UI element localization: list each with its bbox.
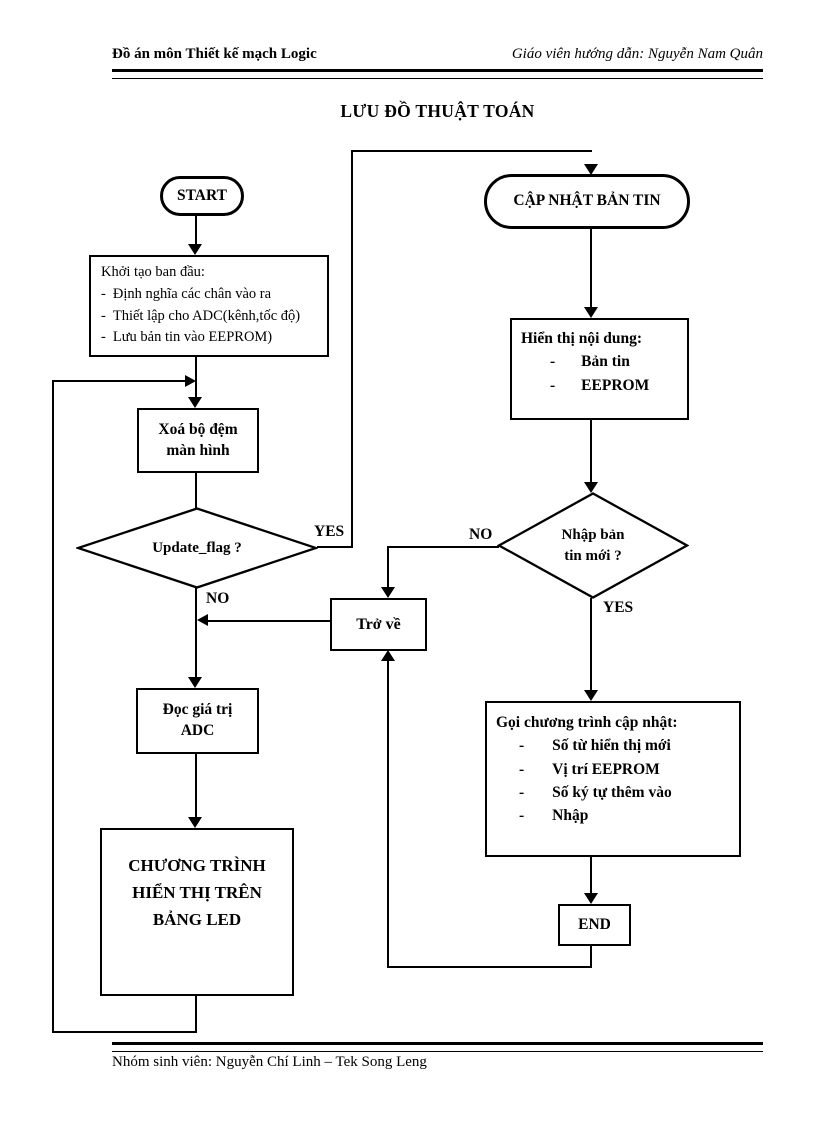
init-title: Khởi tạo ban đầu: bbox=[101, 264, 205, 280]
arrowhead-into-routine bbox=[584, 690, 598, 701]
return-box: Trở về bbox=[330, 598, 427, 651]
new-message-decision-shape bbox=[497, 492, 689, 599]
new-message-yes-label: YES bbox=[603, 599, 634, 616]
arrowhead-into-adc bbox=[188, 677, 202, 688]
connector-return-to-left-spine bbox=[208, 620, 330, 622]
arrowhead-into-ledprog bbox=[188, 817, 202, 828]
connector-decision-yes-to-routine bbox=[590, 598, 592, 693]
bullet-dash: - bbox=[519, 783, 525, 801]
connector-oval-to-display bbox=[590, 228, 592, 310]
diamond-shape bbox=[497, 492, 689, 599]
footer-rule bbox=[112, 1042, 763, 1052]
arrowhead-loop-reentry bbox=[185, 375, 196, 387]
connector-yes-branch-vertical bbox=[351, 150, 353, 548]
connector-yes-branch-horizontal bbox=[317, 546, 353, 548]
bullet-dash: - bbox=[519, 807, 525, 824]
display-content-item: - EEPROM bbox=[550, 374, 687, 397]
connector-top-horizontal bbox=[351, 150, 592, 152]
init-item: - Thiết lập cho ADC(kênh,tốc độ) bbox=[101, 306, 319, 328]
new-message-question: Nhập bản tin mới ? bbox=[561, 527, 625, 564]
bullet-dash: - bbox=[519, 737, 525, 755]
end-box: END bbox=[558, 904, 631, 946]
connector-decision-no-to-adc bbox=[195, 588, 197, 680]
connector-ledprog-loop-down bbox=[195, 995, 197, 1033]
display-content-item: - Bản tin bbox=[550, 350, 687, 373]
bullet-dash: - bbox=[550, 376, 556, 394]
start-terminator: START bbox=[160, 176, 244, 216]
arrowhead-into-return-bottom bbox=[381, 650, 395, 661]
connector-init-to-clear bbox=[195, 356, 197, 400]
arrowhead-into-display bbox=[584, 307, 598, 318]
update-routine-item: - Nhập bbox=[519, 804, 739, 827]
end-label: END bbox=[578, 915, 611, 933]
connector-loop-reentry bbox=[52, 380, 186, 382]
display-content-title: Hiển thị nội dung: bbox=[521, 330, 643, 347]
connector-routine-to-end bbox=[590, 856, 592, 896]
arrowhead-into-right-decision bbox=[584, 482, 598, 493]
bullet-dash: - bbox=[519, 760, 525, 778]
bullet-dash: - bbox=[101, 307, 106, 324]
connector-loop-left bbox=[52, 381, 54, 1033]
connector-adc-to-ledprog bbox=[195, 753, 197, 820]
update-routine-item: - Vị trí EEPROM bbox=[519, 758, 739, 781]
arrowhead-return-to-spine bbox=[197, 614, 208, 626]
header-advisor-name: Giáo viên hướng dẫn: Nguyễn Nam Quân bbox=[511, 46, 763, 62]
update-routine-item: - Số từ hiển thị mới bbox=[519, 734, 739, 757]
display-content-box: Hiển thị nội dung: - Bản tin - EEPROM bbox=[510, 318, 689, 420]
bullet-dash: - bbox=[101, 329, 106, 346]
diamond-shape bbox=[76, 507, 318, 589]
update-message-label: CẬP NHẬT BẢN TIN bbox=[513, 192, 661, 210]
update-flag-decision-shape bbox=[76, 507, 318, 589]
start-label: START bbox=[177, 186, 227, 204]
return-label: Trở về bbox=[356, 615, 401, 633]
arrowhead-into-return-top bbox=[381, 587, 395, 598]
header-course-title: Đồ án môn Thiết kế mạch Logic bbox=[112, 46, 317, 62]
bullet-dash: - bbox=[101, 285, 106, 302]
clear-buffer-box: Xoá bộ đệm màn hình bbox=[137, 408, 259, 473]
connector-clear-to-decision bbox=[195, 472, 197, 509]
connector-no-branch-vertical bbox=[387, 546, 389, 590]
footer-students: Nhóm sinh viên: Nguyễn Chí Linh – Tek So… bbox=[112, 1054, 427, 1070]
header-rule bbox=[112, 69, 763, 79]
led-display-program-box: CHƯƠNG TRÌNH HIỂN THỊ TRÊN BẢNG LED bbox=[100, 828, 294, 996]
init-item: - Lưu bản tin vào EEPROM) bbox=[101, 327, 319, 349]
connector-loop-bottom bbox=[52, 1031, 197, 1033]
connector-display-to-decision bbox=[590, 419, 592, 485]
init-item: - Định nghĩa các chân vào ra bbox=[101, 284, 319, 306]
update-flag-no-label: NO bbox=[206, 590, 230, 607]
arrowhead-into-end bbox=[584, 893, 598, 904]
arrowhead-into-update-oval bbox=[584, 164, 598, 175]
update-routine-title: Gọi chương trình cập nhật: bbox=[496, 714, 678, 731]
update-flag-question: Update_flag ? bbox=[152, 539, 242, 556]
new-message-no-label: NO bbox=[469, 526, 493, 543]
connector-start-to-init bbox=[195, 215, 197, 249]
connector-no-branch-horizontal bbox=[388, 546, 499, 548]
arrowhead-into-clear bbox=[188, 397, 202, 408]
connector-end-loop-down bbox=[590, 945, 592, 968]
update-routine-box: Gọi chương trình cập nhật: - Số từ hiển … bbox=[485, 701, 741, 857]
connector-end-loop-bottom bbox=[387, 966, 592, 968]
update-message-terminator: CẬP NHẬT BẢN TIN bbox=[484, 174, 690, 229]
update-flag-yes-label: YES bbox=[314, 523, 345, 540]
init-process-box: Khởi tạo ban đầu: - Định nghĩa các chân … bbox=[89, 255, 329, 357]
connector-end-loop-up bbox=[387, 660, 389, 968]
page-title: LƯU ĐỒ THUẬT TOÁN bbox=[340, 101, 535, 121]
arrowhead-into-init bbox=[188, 244, 202, 255]
bullet-dash: - bbox=[550, 353, 556, 371]
read-adc-box: Đọc giá trị ADC bbox=[136, 688, 259, 754]
update-routine-item: - Số ký tự thêm vào bbox=[519, 781, 739, 804]
